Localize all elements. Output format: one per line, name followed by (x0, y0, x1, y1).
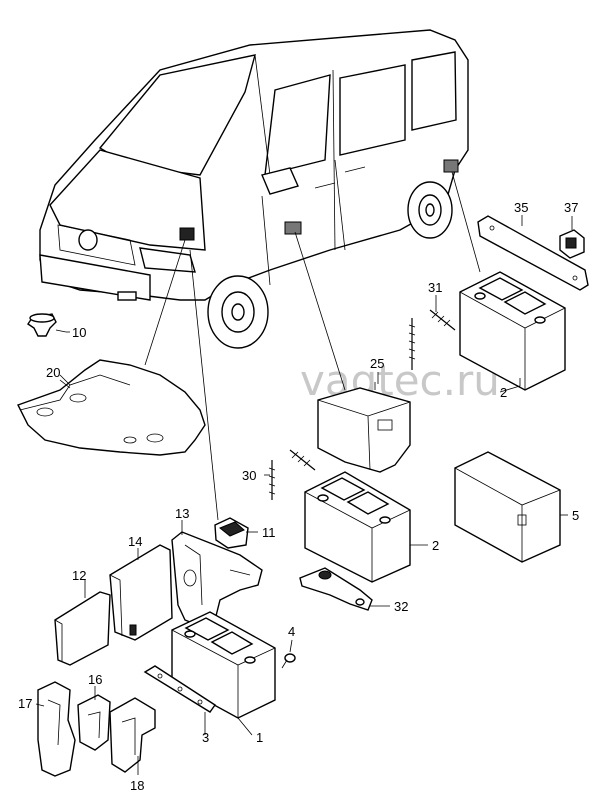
callout-2-upper: 2 (500, 385, 507, 400)
callout-12: 12 (72, 568, 86, 583)
callout-13: 13 (175, 506, 189, 521)
part-1-battery (171, 611, 276, 719)
part-25-cover (317, 382, 411, 473)
part-12-plate (54, 591, 111, 666)
part-17-seal (37, 681, 76, 777)
callout-leader-lines (35, 215, 573, 775)
part-31-bolt (408, 309, 456, 370)
callout-32: 32 (394, 599, 408, 614)
callout-17: 17 (18, 696, 32, 711)
callout-11: 11 (262, 525, 276, 540)
part-16-seal (77, 694, 111, 751)
part-4-screw (281, 653, 296, 669)
callout-2-lower: 2 (432, 538, 439, 553)
callout-10: 10 (72, 325, 86, 340)
van-leader-lines (144, 171, 481, 521)
part-2-battery-a (459, 271, 566, 391)
van-illustration (39, 29, 469, 349)
callout-18: 18 (130, 778, 144, 793)
callout-37: 37 (564, 200, 578, 215)
part-30-bolt (268, 449, 316, 500)
part-11-clamp (214, 517, 249, 549)
part-5-battery (454, 451, 561, 563)
callout-30: 30 (242, 468, 256, 483)
callout-20: 20 (46, 365, 60, 380)
callout-4: 4 (288, 624, 295, 639)
part-2-battery-b (304, 471, 411, 583)
callout-1: 1 (256, 730, 263, 745)
part-37-clip (559, 229, 585, 259)
part-14-plate (109, 544, 173, 641)
callout-25: 25 (370, 356, 384, 371)
callout-35: 35 (514, 200, 528, 215)
callout-16: 16 (88, 672, 102, 687)
part-35-bracket (477, 215, 589, 291)
part-10-clip (27, 313, 67, 337)
callout-numbers: 1 2 2 3 4 5 10 11 12 13 14 16 17 18 20 2… (18, 200, 579, 793)
callout-3: 3 (202, 730, 209, 745)
callout-14: 14 (128, 534, 142, 549)
callout-5: 5 (572, 508, 579, 523)
callout-31: 31 (428, 280, 442, 295)
part-13-bracket (171, 531, 263, 629)
part-32-terminal (299, 567, 373, 611)
part-3-rail (143, 665, 216, 713)
part-18-seal (109, 697, 156, 773)
